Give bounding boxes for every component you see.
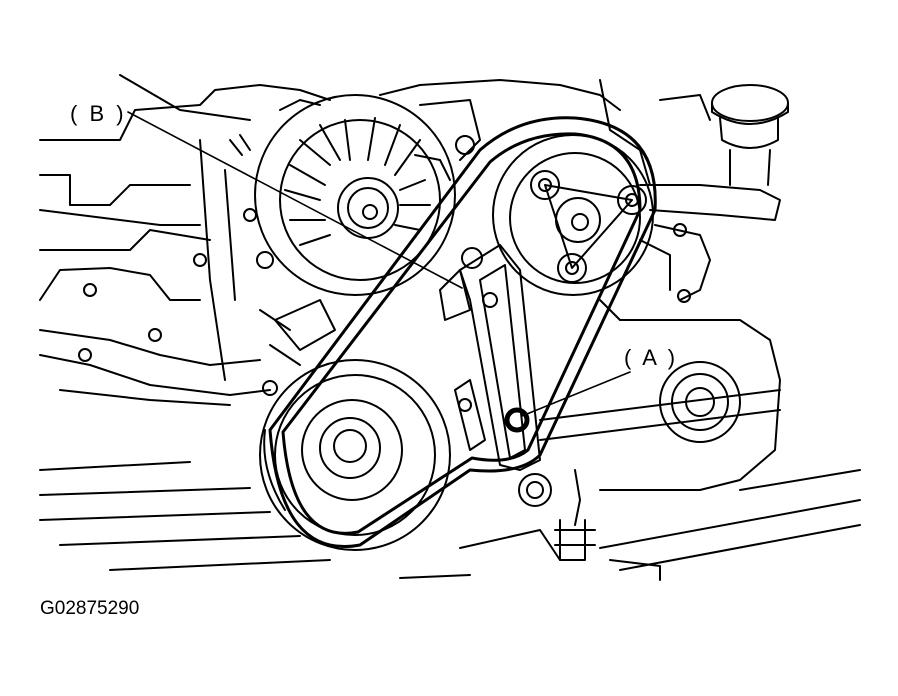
reservoir-cap <box>712 85 788 185</box>
ac-compressor <box>493 135 653 295</box>
hose-clamp <box>555 470 595 560</box>
leader-lines <box>128 112 630 416</box>
callout-b-label: ( B ) <box>70 101 127 126</box>
idler-pulley <box>519 300 780 506</box>
upper-structures <box>380 80 780 302</box>
alternator <box>255 95 455 295</box>
figure-id-label: G02875290 <box>40 598 140 619</box>
engine-block <box>40 75 335 405</box>
crankshaft-pulley <box>260 360 450 550</box>
callout-a-label: ( A ) <box>624 345 679 370</box>
drive-belt <box>270 118 655 547</box>
tensioner-bracket <box>440 245 540 470</box>
floor-lines <box>40 462 860 580</box>
